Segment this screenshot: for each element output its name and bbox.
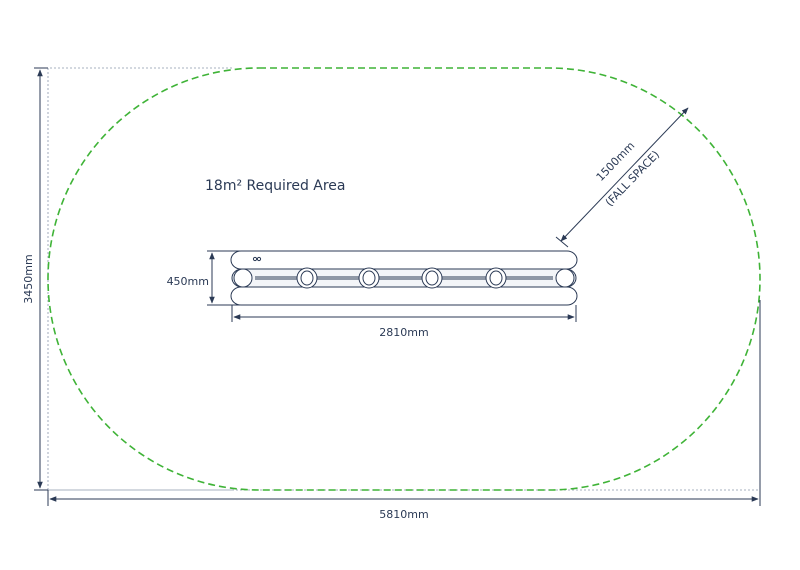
required-area-label: 18m² Required Area: [205, 178, 346, 194]
fall-space-dimension: 1500mm (FALL SPACE): [555, 107, 689, 248]
overall-width-dimension: 5810mm: [47, 300, 761, 521]
fall-zone-outline: [47, 67, 761, 491]
equipment-depth-label: 450mm: [167, 275, 209, 288]
equipment-rings: [296, 267, 507, 289]
equipment-width-dimension: 2810mm: [231, 305, 577, 339]
infinity-marking: [252, 256, 262, 262]
overall-width-label: 5810mm: [379, 508, 428, 521]
overall-height-label: 3450mm: [22, 254, 35, 303]
equipment-width-label: 2810mm: [379, 326, 428, 339]
equipment-depth-dimension: 450mm: [167, 250, 240, 306]
overall-height-dimension: 3450mm: [22, 67, 48, 491]
equipment-top-view: [230, 250, 578, 306]
